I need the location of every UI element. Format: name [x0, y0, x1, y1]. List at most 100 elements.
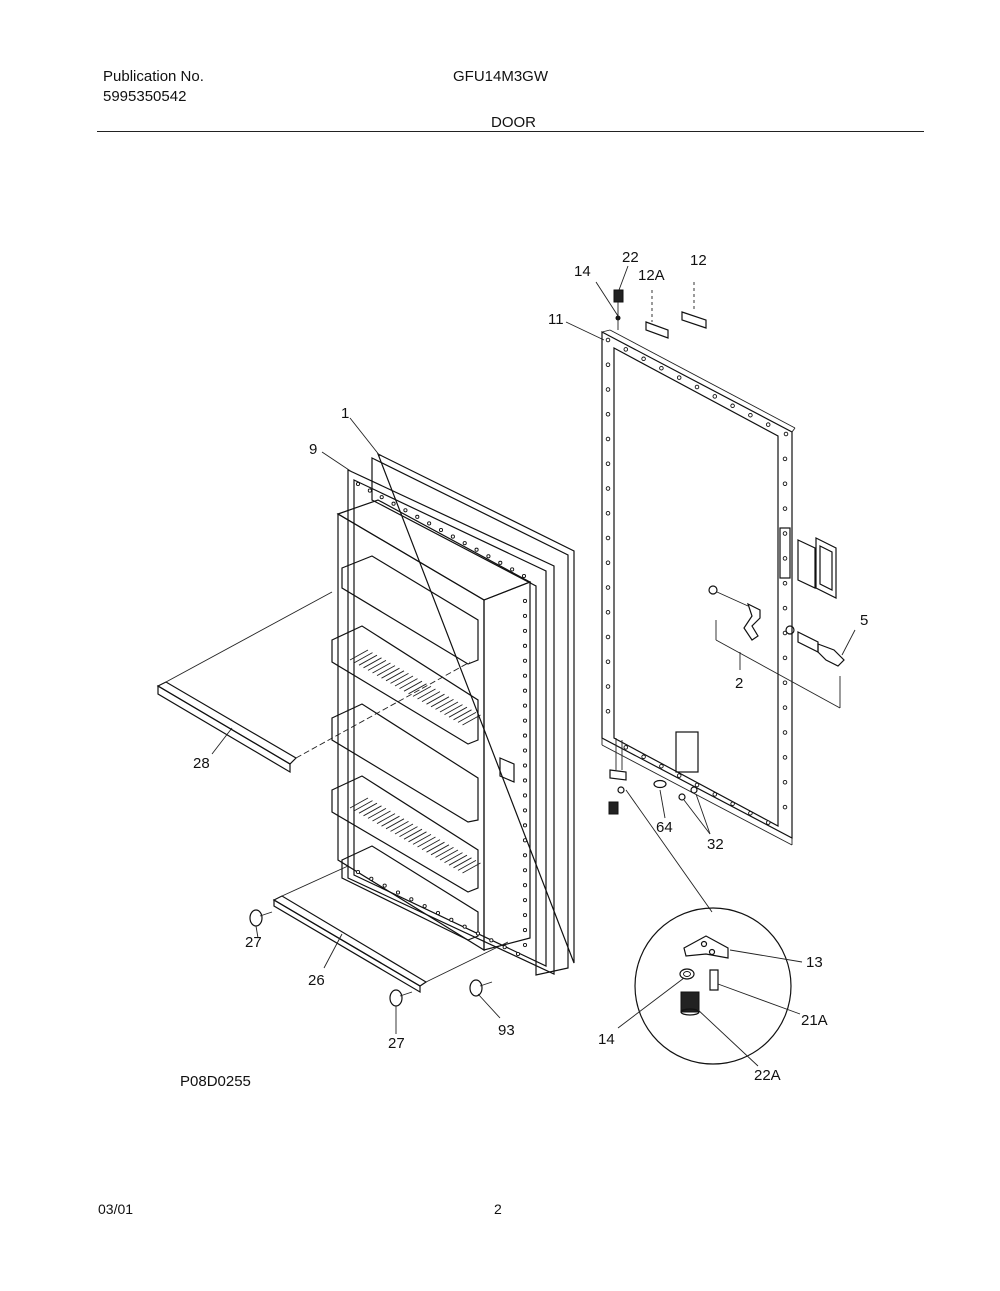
grill-bar	[408, 831, 427, 843]
screw-hole	[748, 810, 753, 816]
screw-hole	[605, 387, 611, 392]
grill-bar	[408, 683, 427, 695]
screw-hole	[379, 495, 384, 500]
screw-hole	[522, 598, 528, 604]
screw-hole	[782, 680, 788, 686]
grill-bar	[435, 847, 454, 858]
grill-bar	[457, 860, 477, 871]
screw-hole	[369, 876, 374, 881]
footer-date: 03/01	[98, 1201, 134, 1217]
screw-hole	[641, 754, 646, 760]
screw-hole	[522, 688, 528, 693]
screw-hole	[522, 883, 528, 888]
screw-hole	[605, 412, 611, 417]
grill-bar	[457, 712, 477, 723]
screw-hole	[522, 643, 528, 648]
screw-hole	[782, 556, 788, 561]
screw-hole	[605, 585, 611, 590]
screw-hole	[782, 730, 788, 735]
screw-hole	[659, 365, 664, 371]
grill-bar	[403, 828, 423, 840]
header-rule	[97, 131, 924, 132]
screw-hole	[782, 705, 788, 710]
screw-hole	[391, 501, 396, 506]
grill-bar	[349, 649, 369, 661]
screw-hole	[382, 883, 387, 888]
screw-hole	[521, 573, 527, 579]
grill-bar	[376, 665, 396, 676]
grill-bar	[381, 667, 400, 679]
grill-bar	[421, 691, 441, 702]
screw-hole	[462, 924, 467, 929]
grill-bar	[462, 714, 481, 726]
screw-hole	[522, 793, 528, 798]
grill-bar	[439, 849, 459, 861]
door-shelf-fasteners	[249, 909, 493, 1007]
screw-hole	[502, 945, 507, 950]
screw-hole	[522, 928, 528, 933]
screw-hole	[605, 634, 611, 640]
screw-hole	[355, 481, 361, 487]
screw-hole	[782, 581, 788, 586]
shelf-grill-upper	[349, 649, 481, 726]
grill-bar	[367, 808, 387, 819]
screw-hole	[712, 394, 718, 399]
callout-21a: 21A	[801, 1012, 828, 1029]
screw-hole	[782, 456, 788, 462]
screw-hole	[522, 853, 528, 858]
screw-hole	[522, 703, 528, 708]
screw-hole	[522, 733, 528, 738]
grill-bar	[394, 675, 414, 687]
screw-hole	[438, 527, 444, 533]
callout-32: 32	[707, 836, 724, 853]
door-handle	[779, 527, 837, 599]
callout-2: 2	[735, 675, 743, 692]
screw-hole	[765, 820, 771, 825]
grill-bar	[435, 699, 454, 710]
callout-1: 1	[341, 405, 349, 422]
grill-bar	[412, 686, 432, 697]
callout-64: 64	[656, 819, 673, 836]
screw-hole	[605, 610, 611, 615]
screw-hole	[522, 942, 528, 948]
grill-bar	[385, 818, 405, 830]
lock-assembly	[708, 585, 845, 709]
section-title: DOOR	[491, 114, 536, 131]
screw-hole	[522, 748, 528, 753]
screw-hole	[422, 904, 427, 909]
screw-hole	[782, 655, 788, 661]
screw-hole	[782, 804, 788, 810]
screw-hole	[522, 868, 528, 873]
screw-hole	[605, 659, 611, 665]
grill-bar	[358, 654, 378, 666]
screw-hole	[748, 412, 753, 418]
screw-hole	[605, 709, 611, 714]
screw-hole	[449, 917, 454, 922]
grill-bar	[412, 834, 432, 845]
screw-hole	[522, 778, 528, 783]
callout-14-top: 14	[574, 263, 591, 280]
screw-hole	[522, 763, 528, 768]
grill-bar	[349, 797, 369, 809]
screw-hole	[522, 673, 528, 678]
callout-12a: 12A	[638, 267, 665, 284]
grill-bar	[453, 857, 472, 869]
screw-hole	[605, 486, 611, 491]
screw-hole	[486, 554, 491, 559]
screw-hole	[427, 521, 432, 526]
screw-hole	[765, 422, 771, 427]
screw-hole	[694, 384, 700, 390]
outer-door-panel	[601, 329, 796, 846]
grill-bar	[403, 680, 423, 692]
screw-hole	[522, 658, 528, 663]
screw-hole	[395, 890, 401, 895]
screw-hole	[475, 931, 481, 936]
screw-hole	[409, 897, 414, 902]
grill-bar	[439, 701, 459, 713]
grill-bar	[390, 673, 409, 684]
grill-bar	[354, 652, 373, 663]
screw-hole	[510, 567, 515, 572]
grill-bar	[390, 821, 409, 832]
callout-12: 12	[690, 252, 707, 269]
